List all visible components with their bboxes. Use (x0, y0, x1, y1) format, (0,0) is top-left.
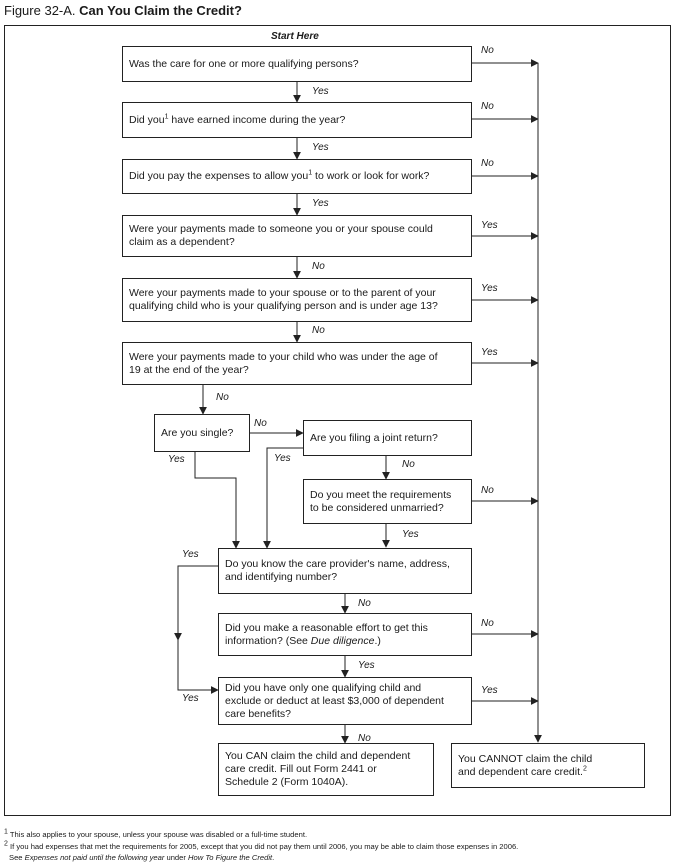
label-no: No (481, 45, 494, 56)
question-payment-dependent: Were your payments made to someone you o… (122, 215, 472, 257)
footnote-1: 1 This also applies to your spouse, unle… (4, 828, 308, 839)
label-no: No (481, 158, 494, 169)
footnote-2: 2 If you had expenses that met the requi… (4, 840, 519, 851)
question-one-child-benefits: Did you have only one qualifying child a… (218, 677, 472, 725)
footnote-ref: 1 (164, 113, 169, 120)
figure-label: Figure 32-A. (4, 3, 76, 18)
label-yes: Yes (168, 454, 185, 465)
question-text: Did you1 have earned income during the y… (129, 113, 346, 126)
question-text: Do you know the care provider's name, ad… (225, 558, 450, 583)
label-yes: Yes (312, 142, 329, 153)
question-text: Were your payments made to your child wh… (129, 350, 438, 376)
start-here-label: Start Here (271, 31, 319, 42)
footnote-ref: 1 (308, 169, 313, 177)
question-payment-child-under-19: Were your payments made to your child wh… (122, 342, 472, 385)
label-yes: Yes (402, 529, 419, 540)
question-payment-spouse-parent: Were your payments made to your spouse o… (122, 278, 472, 322)
label-yes: Yes (358, 660, 375, 671)
label-no: No (312, 261, 325, 272)
question-provider-info: Do you know the care provider's name, ad… (218, 548, 472, 594)
label-yes: Yes (481, 347, 498, 358)
label-no: No (481, 485, 494, 496)
question-text: Did you have only one qualifying child a… (225, 681, 444, 720)
footnote-2-continued: See Expenses not paid until the followin… (9, 853, 275, 862)
label-no: No (481, 101, 494, 112)
label-yes: Yes (481, 685, 498, 696)
label-no: No (402, 459, 415, 470)
label-yes: Yes (481, 283, 498, 294)
question-single: Are you single? (154, 414, 250, 452)
label-yes: Yes (312, 198, 329, 209)
question-considered-unmarried: Do you meet the requirements to be consi… (303, 479, 472, 524)
label-no: No (216, 392, 229, 403)
result-text: You CAN claim the child and dependent ca… (225, 750, 411, 788)
label-yes: Yes (182, 693, 199, 704)
question-text: Did you pay the expenses to allow you1 t… (129, 169, 430, 183)
question-text: Was the care for one or more qualifying … (129, 57, 359, 70)
label-no: No (312, 325, 325, 336)
figure-title: Figure 32-A. Can You Claim the Credit? (4, 3, 242, 18)
question-text: Were your payments made to your spouse o… (129, 287, 438, 312)
label-yes: Yes (481, 220, 498, 231)
result-can-claim: You CAN claim the child and dependent ca… (218, 743, 434, 796)
flowchart-frame (4, 25, 671, 816)
result-text: You CANNOT claim the child and dependent… (458, 752, 593, 778)
label-yes: Yes (312, 86, 329, 97)
footnote-ref: 2 (582, 765, 587, 772)
question-text: Do you meet the requirements to be consi… (310, 488, 452, 514)
due-diligence-ref: Due diligence (310, 634, 375, 647)
label-no: No (358, 733, 371, 744)
question-reasonable-effort: Did you make a reasonable effort to get … (218, 613, 472, 656)
question-text: Are you single? (161, 426, 234, 439)
question-qualifying-persons: Was the care for one or more qualifying … (122, 46, 472, 82)
question-text: Were your payments made to someone you o… (129, 223, 433, 248)
label-no: No (358, 598, 371, 609)
question-text: Did you make a reasonable effort to get … (225, 621, 428, 647)
label-yes: Yes (274, 453, 291, 464)
question-joint-return: Are you filing a joint return? (303, 420, 472, 456)
label-yes: Yes (182, 549, 199, 560)
label-no: No (481, 618, 494, 629)
figure-heading: Can You Claim the Credit? (79, 3, 242, 18)
label-no: No (254, 418, 267, 429)
question-text: Are you filing a joint return? (310, 431, 438, 444)
question-pay-to-work: Did you pay the expenses to allow you1 t… (122, 159, 472, 194)
question-earned-income: Did you1 have earned income during the y… (122, 102, 472, 138)
result-cannot-claim: You CANNOT claim the child and dependent… (451, 743, 645, 788)
